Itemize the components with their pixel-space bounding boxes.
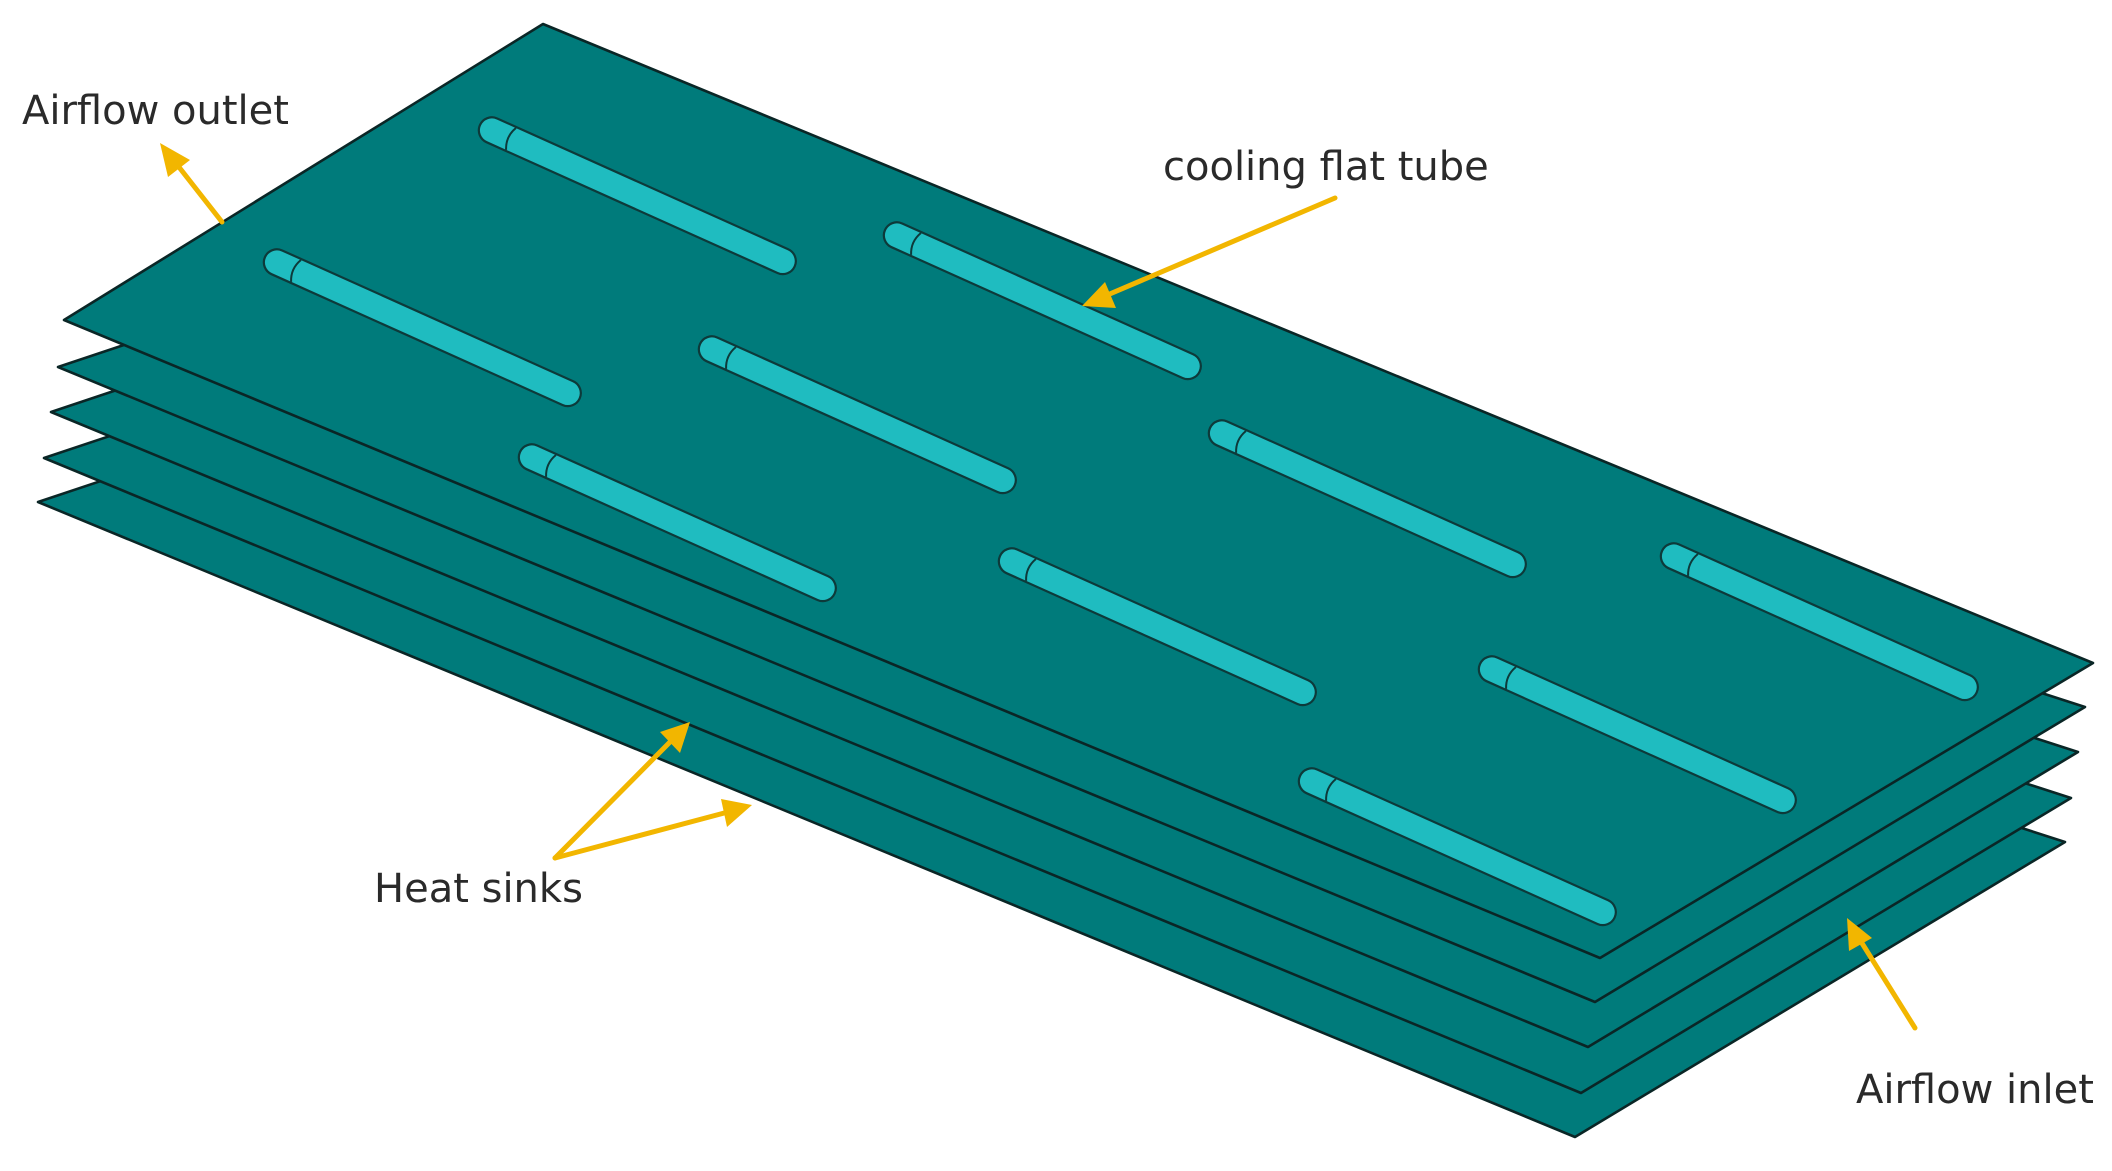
label-airflow-outlet: Airflow outlet [22,88,289,134]
cooling-tube-arrow [1102,195,1338,299]
annotation-arrows [160,143,1918,1031]
cooling-flat-tube [882,221,1202,381]
arrow-head [1082,282,1116,308]
cooling-flat-tubes [262,116,1979,927]
airflow-inlet-arrow [1857,937,1918,1031]
label-cooling-flat-tube: cooling flat tube [1163,144,1489,190]
label-heat-sinks: Heat sinks [374,866,583,912]
arrow-head [660,722,690,753]
cooling-flat-tube [1297,767,1617,927]
annotation-labels: Airflow outlet cooling flat tube Heat si… [22,88,2094,1113]
cooling-flat-tube [1207,419,1527,579]
arrow-head [721,799,752,827]
cooling-flat-tube [997,547,1317,707]
cooling-flat-tube [517,443,837,603]
heat-sinks-arrow-1 [552,739,673,861]
heat-sinks-arrow-2 [552,809,731,861]
cooling-flat-tube [697,335,1017,495]
arrow-head [1847,918,1872,951]
cooling-flat-tube [262,248,582,408]
cooling-flat-tube [477,116,797,276]
cooling-flat-tube [1477,655,1797,815]
cooling-flat-tube [1659,542,1979,702]
arrow-head [160,143,190,177]
label-airflow-inlet: Airflow inlet [1856,1067,2094,1113]
airflow-outlet-arrow [172,159,225,225]
